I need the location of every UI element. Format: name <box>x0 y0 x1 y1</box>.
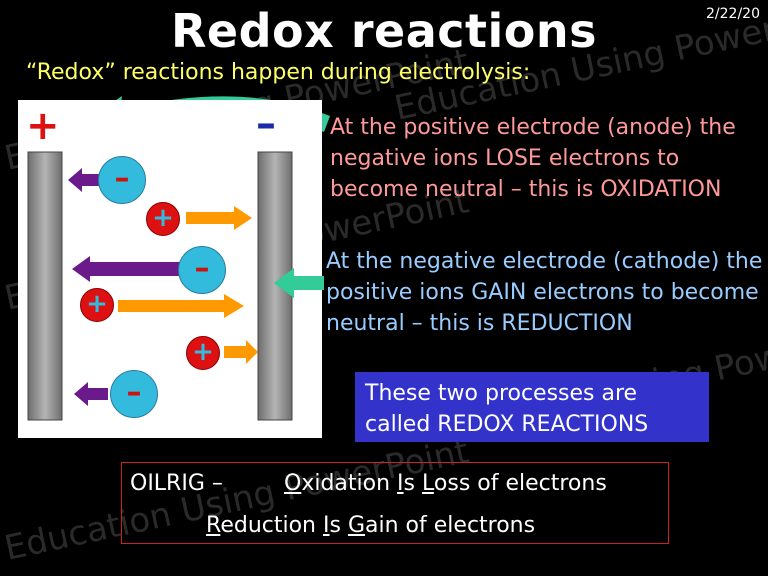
oxidation-rest: xidation <box>301 471 398 496</box>
negative-sign: – <box>256 101 276 147</box>
positive-ion: + <box>186 336 220 370</box>
oilrig-reduction-line: Reduction Is Gain of electrons <box>206 513 535 538</box>
slide-title: Redox reactions <box>170 4 597 58</box>
oilrig-box: OILRIG – Oxidation Is Loss of electrons … <box>121 462 669 544</box>
orange-arrow <box>118 294 244 318</box>
oilrig-label: OILRIG – <box>130 471 223 496</box>
redox-summary-box: These two processes are called REDOX REA… <box>355 372 709 442</box>
anode-explanation: At the positive electrode (anode) the ne… <box>330 115 736 202</box>
negative-ion: – <box>178 246 226 294</box>
intro-text: “Redox” reactions happen during electrol… <box>26 60 531 85</box>
positive-sign: + <box>26 103 60 149</box>
letter-g: G <box>347 513 366 538</box>
is-rest: s <box>403 471 423 496</box>
purple-arrow <box>74 382 108 406</box>
letter-o: O <box>284 471 302 496</box>
letter-i: I <box>397 471 404 496</box>
purple-arrow <box>72 256 184 282</box>
negative-ion: – <box>110 370 158 418</box>
slide-date: 2/22/20 <box>706 6 760 22</box>
positive-ion: + <box>80 288 114 322</box>
letter-l: L <box>422 471 434 496</box>
is-rest: s <box>329 513 348 538</box>
teal-arrow <box>274 268 324 298</box>
electrolysis-diagram: + – – – – + + + <box>18 100 322 438</box>
cathode-explanation: At the negative electrode (cathode) the … <box>326 249 763 336</box>
gain-rest: ain of electrons <box>365 513 536 538</box>
reduction-rest: eduction <box>220 513 323 538</box>
letter-r: R <box>206 513 221 538</box>
loss-rest: oss of electrons <box>433 471 607 496</box>
orange-arrow <box>186 206 252 230</box>
anode-electrode <box>27 151 63 421</box>
orange-arrow <box>224 340 258 364</box>
positive-ion: + <box>146 202 180 236</box>
oilrig-oxidation-line: Oxidation Is Loss of electrons <box>284 471 607 496</box>
letter-i: I <box>323 513 330 538</box>
negative-ion: – <box>98 156 146 204</box>
